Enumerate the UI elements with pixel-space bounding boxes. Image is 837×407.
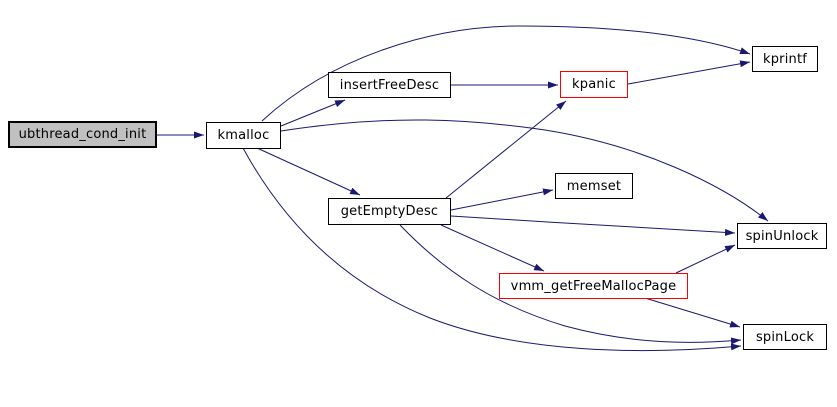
node-label: spinLock [755, 329, 815, 345]
edge-kmalloc-to-insertFreeDesc [280, 99, 346, 127]
node-label: kpanic [572, 77, 616, 92]
node-getEmptyDesc[interactable]: getEmptyDesc [328, 198, 451, 225]
node-spinLock[interactable]: spinLock [743, 324, 827, 350]
node-memset[interactable]: memset [555, 173, 633, 199]
node-label: getEmptyDesc [340, 204, 439, 219]
node-kmalloc[interactable]: kmalloc [206, 122, 281, 149]
edge-getEmptyDesc-to-kpanic [445, 100, 567, 199]
edge-getEmptyDesc-to-memset [450, 188, 554, 211]
node-kpanic[interactable]: kpanic [560, 71, 628, 98]
edge-vmm_getFreeMallocPage-to-spinUnlock [675, 244, 736, 274]
node-label: memset [566, 178, 622, 194]
node-vmm_getFreeMallocPage[interactable]: vmm_getFreeMallocPage [499, 273, 688, 299]
edge-kmalloc-to-spinUnlock [280, 119, 769, 222]
node-label: vmm_getFreeMallocPage [510, 278, 677, 294]
node-label: ubthread_cond_init [18, 127, 147, 142]
edge-vmm_getFreeMallocPage-to-spinLock [644, 297, 741, 328]
node-insertFreeDesc[interactable]: insertFreeDesc [328, 72, 451, 98]
edge-kmalloc-to-spinLock [242, 147, 742, 352]
node-label: kmalloc [217, 128, 270, 143]
edge-getEmptyDesc-to-spinUnlock [450, 215, 736, 236]
node-label: insertFreeDesc [339, 77, 440, 93]
edge-kpanic-to-kprintf [627, 60, 751, 85]
node-ubthread_cond_init: ubthread_cond_init [8, 121, 157, 148]
edge-getEmptyDesc-to-spinLock [399, 224, 742, 345]
edge-group [157, 25, 769, 352]
node-spinUnlock[interactable]: spinUnlock [737, 223, 827, 249]
node-kprintf[interactable]: kprintf [752, 46, 818, 72]
node-label: spinUnlock [745, 228, 819, 244]
node-label: kprintf [762, 51, 808, 67]
edge-kmalloc-to-getEmptyDesc [256, 147, 361, 196]
edge-getEmptyDesc-to-vmm_getFreeMallocPage [440, 224, 545, 272]
